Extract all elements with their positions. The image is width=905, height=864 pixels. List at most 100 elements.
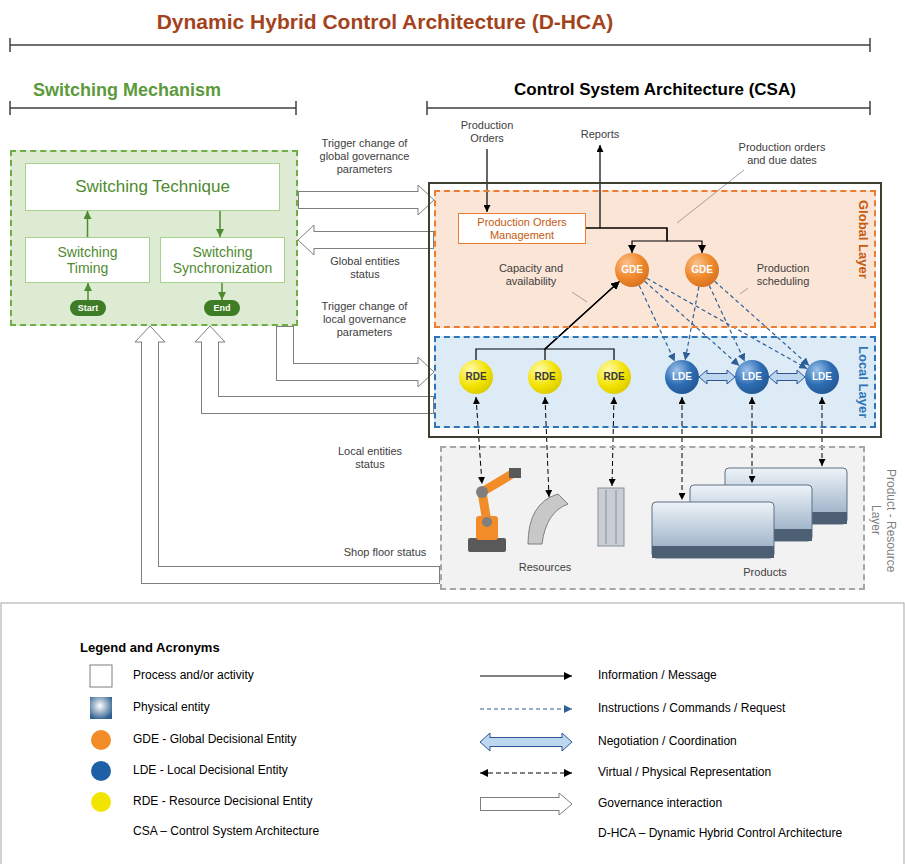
legend-swatch — [91, 730, 111, 750]
legend-text: LDE - Local Decisional Entity — [133, 763, 288, 777]
legend-sample — [480, 733, 572, 751]
representation-arrow — [822, 397, 823, 466]
product-rail — [652, 546, 774, 558]
legend-samples — [90, 665, 572, 815]
product-illustration — [652, 468, 847, 558]
connector-line — [545, 281, 619, 360]
representation-arrow — [476, 397, 482, 484]
information-arrow — [586, 228, 667, 253]
robot-tool — [509, 468, 521, 478]
legend-swatch — [91, 761, 111, 781]
connector-line — [480, 708, 572, 709]
legend-text: D-HCA – Dynamic Hybrid Control Architect… — [598, 826, 842, 840]
local-layer-band: Local LayerRDERDERDELDELDELDE — [434, 336, 876, 428]
block-arrow-fill — [299, 192, 420, 208]
legend-sample — [480, 793, 572, 815]
end-terminal: End — [204, 300, 240, 316]
block-arrow-fill — [150, 341, 439, 576]
legend-text: Process and/or activity — [133, 668, 254, 682]
robot-arm — [482, 474, 512, 522]
profile-groove — [616, 490, 617, 544]
connector-line — [480, 773, 572, 774]
flow-arrow — [222, 283, 223, 300]
callout-note: Production scheduling — [746, 262, 820, 288]
leader-line — [740, 288, 748, 294]
robot-body — [476, 516, 498, 540]
part-illustration — [528, 494, 568, 544]
block-arrow-fill — [489, 738, 564, 746]
representation-arrow — [752, 397, 753, 483]
process-box: Switching Timing — [25, 237, 150, 283]
legend-text: Governance interaction — [598, 796, 722, 810]
group-label: Products — [725, 566, 805, 579]
input-arrow — [486, 149, 487, 212]
flow-arrow — [87, 211, 88, 237]
product-resource-band: Product - Resource Layer — [440, 446, 865, 590]
profile-body — [598, 488, 624, 546]
callout-note: Capacity and availability — [488, 262, 574, 288]
block-arrow-head — [559, 793, 572, 815]
robot-illustration — [468, 468, 521, 552]
legend-text: RDE - Resource Decisional Entity — [133, 794, 312, 808]
layer-label: Local Layer — [855, 346, 870, 418]
legend-text: CSA – Control System Architecture — [133, 824, 319, 838]
representation-arrow — [682, 397, 683, 500]
instruction-arrow — [715, 281, 810, 365]
legend-swatch — [91, 792, 111, 812]
connector-line — [476, 281, 619, 360]
lde-circle: LDE — [665, 360, 699, 394]
block-arrow-fill — [706, 374, 729, 380]
process-box: Switching Synchronization — [160, 237, 285, 283]
robot-joint — [476, 486, 488, 498]
product-carrier — [652, 502, 774, 558]
section-bracket — [10, 101, 296, 115]
section-heading: Control System Architecture (CSA) — [430, 80, 880, 100]
legend-sample — [480, 709, 572, 710]
output-arrow — [599, 145, 600, 228]
csa-frame: Control System Architecture (CSA)Global … — [428, 182, 882, 438]
profile-groove — [606, 490, 607, 544]
block-arrow-fill — [313, 232, 434, 248]
group-label: Resources — [505, 561, 585, 574]
information-arrow — [586, 228, 702, 253]
instruction-arrow — [685, 287, 699, 361]
block-arrow-head — [418, 185, 434, 215]
section-bracket — [427, 101, 870, 115]
robot-joint — [482, 517, 492, 527]
connector-line — [221, 283, 223, 300]
entity-label: LDE — [742, 371, 762, 383]
governance-arrow — [298, 225, 434, 255]
process-box: Production Orders Management — [458, 213, 586, 244]
connector-line — [480, 675, 572, 676]
legend-sample — [90, 665, 112, 687]
information-arrow — [476, 281, 619, 360]
information-arrow — [545, 281, 619, 360]
connector-line — [586, 228, 667, 253]
legend-sample — [90, 697, 112, 719]
layer-label: Product - Resource Layer — [869, 458, 898, 583]
entity-label: GDE — [691, 264, 713, 276]
connector-line — [545, 281, 619, 360]
negotiation-arrow — [699, 370, 735, 384]
start-terminal: Start — [70, 300, 106, 316]
block-arrow-fill — [776, 374, 799, 380]
edge-label: Local entities status — [325, 445, 415, 471]
process-label: Production Orders Management — [463, 216, 581, 241]
governance-arrow — [298, 185, 434, 215]
leader-line — [572, 292, 587, 302]
instruction-arrow — [709, 285, 745, 361]
governance-arrow — [195, 326, 434, 405]
layer-fill — [440, 446, 865, 590]
information-arrow — [545, 281, 619, 360]
process-box: Switching Technique — [25, 163, 280, 211]
block-arrow-fill — [481, 798, 561, 810]
connector-line — [87, 283, 89, 300]
legend-text: Instructions / Commands / Request — [598, 701, 785, 715]
flow-arrow — [88, 283, 89, 300]
rde-circle: RDE — [597, 360, 631, 394]
output-label: Reports — [575, 128, 625, 141]
legend-text: Virtual / Physical Representation — [598, 765, 771, 779]
connector-line — [715, 281, 810, 365]
edge-label: Shop floor status — [335, 546, 435, 559]
